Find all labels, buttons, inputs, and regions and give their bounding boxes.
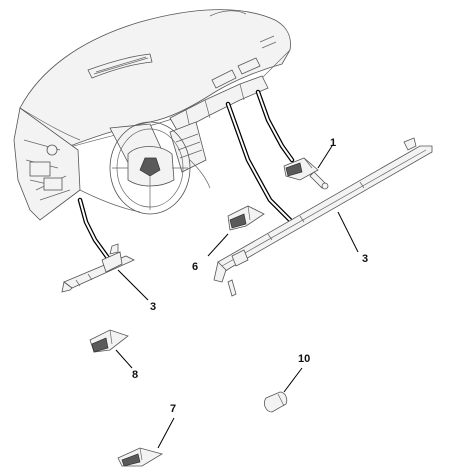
leader-lines [115,145,359,449]
part-3-short-strip [61,243,135,293]
part-labels: 1 3 3 6 8 7 10 [132,137,368,415]
label-part-7: 7 [170,403,176,415]
part-8-lamp [89,329,129,353]
part-10-bulb [264,391,288,413]
part-3-long-strip [213,137,433,297]
part-1-lamp [283,157,329,190]
label-part-1: 1 [330,137,336,149]
label-part-10: 10 [298,353,310,365]
label-part-8: 8 [132,369,138,381]
label-part-3-short: 3 [150,301,156,313]
label-part-6: 6 [192,261,198,273]
part-6-lamp [227,205,265,231]
dashboard-illustration [13,9,291,221]
callout-lines [77,89,299,261]
part-7-lamp [117,447,164,467]
label-part-3-long: 3 [362,253,368,265]
